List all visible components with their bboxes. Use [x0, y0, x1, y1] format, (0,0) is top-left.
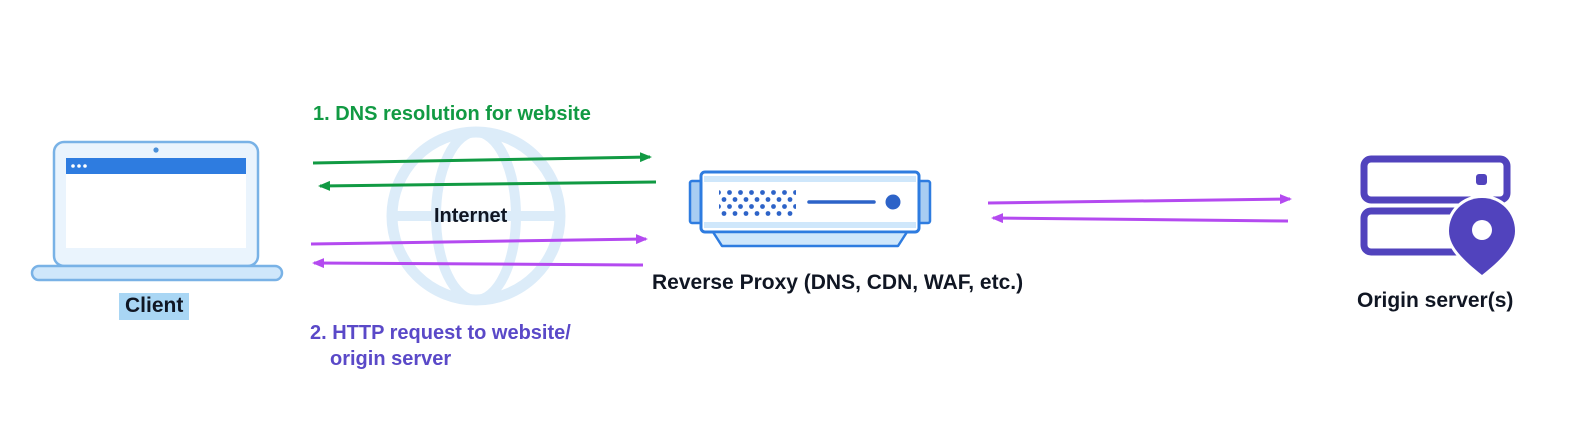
- location-pin-hole: [1472, 220, 1492, 240]
- proxy-base: [711, 230, 909, 248]
- reverse-proxy-icon: [688, 170, 932, 248]
- internet-label: Internet: [434, 205, 508, 227]
- proxy-to-origin-arrow: [987, 194, 1292, 205]
- proxy-dots-pattern: [719, 189, 796, 216]
- laptop-camera-dot: [153, 147, 159, 153]
- origin-server-icon: [1360, 155, 1519, 279]
- origin-server-top: [1360, 155, 1511, 204]
- proxy-led: [885, 194, 901, 210]
- laptop-base: [30, 264, 284, 282]
- client-laptop-icon: [30, 140, 284, 282]
- step1-annotation: 1. DNS resolution for website: [313, 103, 591, 125]
- origin-server-label: Origin server(s): [1357, 289, 1514, 312]
- internet-globe-icon: [386, 126, 566, 306]
- reverse-proxy-label: Reverse Proxy (DNS, CDN, WAF, etc.): [652, 271, 1024, 294]
- step2-annotation-line1: 2. HTTP request to website/: [310, 322, 571, 344]
- client-label: Client: [119, 293, 190, 321]
- step2-annotation-line2: origin server: [330, 348, 452, 370]
- origin-to-proxy-arrow: [991, 213, 1289, 224]
- laptop-browser-titlebar: [66, 158, 246, 174]
- origin-server-top-led: [1476, 174, 1487, 185]
